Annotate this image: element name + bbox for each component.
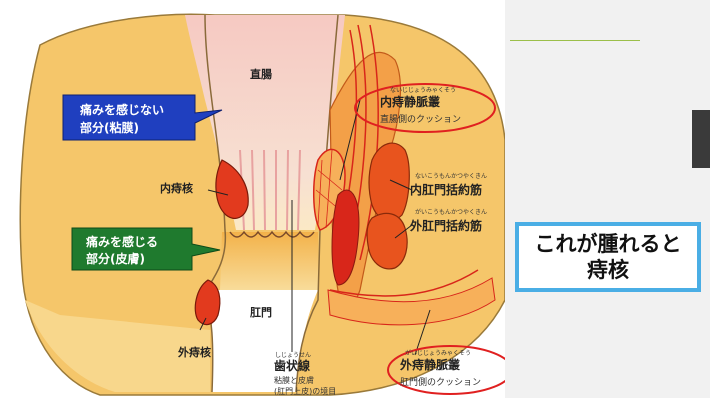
canal-opening	[205, 290, 318, 392]
internal-sphincter-block	[368, 142, 410, 222]
pain-line2: 部分(皮膚)	[86, 251, 145, 266]
internal-hemorrhoid-label: 内痔核	[160, 181, 193, 195]
internal-plexus-ruby: ないじじょうみゃくそう	[390, 87, 456, 94]
external-sphincter-label: 外肛門括約筋	[410, 218, 482, 233]
pain-box	[71, 227, 221, 271]
callout-box: これが腫れると 痔核	[515, 222, 701, 292]
internal-hemorrhoid-shape	[215, 159, 249, 219]
callout-line2: 痔核	[587, 257, 629, 282]
slide-right-panel	[505, 0, 710, 398]
external-sphincter-block	[366, 212, 408, 270]
anatomy-diagram: 痛みを感じない 部分(粘膜) 痛みを感じる 部分(皮膚) 直腸 内痔核 肛門 外…	[19, 13, 505, 396]
rectum-label: 直腸	[250, 67, 272, 81]
callout-line1: これが腫れると	[534, 231, 682, 256]
dentate-note-2: (肛門上皮)の境目	[274, 386, 336, 396]
internal-plexus-label: 内痔静脈叢	[380, 94, 440, 109]
internal-plexus-note: 直腸側のクッション	[380, 113, 461, 125]
tissue-lower-left	[25, 300, 210, 392]
slide-edge-tab	[692, 110, 710, 168]
internal-vein	[331, 189, 360, 286]
no-pain-box	[62, 94, 223, 141]
dentate-ruby: しじょうせん	[275, 352, 311, 359]
external-plexus-area	[327, 277, 496, 326]
anus-label: 肛門	[250, 306, 272, 319]
mucosa-folds	[239, 149, 301, 231]
external-sphincter-ruby: がいこうもんかつやくきん	[415, 208, 487, 216]
pain-line1: 痛みを感じる	[85, 234, 158, 249]
internal-sphincter-label: 内肛門括約筋	[410, 182, 482, 197]
external-plexus-ring	[387, 345, 505, 395]
dentate-note-1: 粘膜と皮膚	[274, 375, 314, 385]
external-plexus-note: 肛門側のクッション	[400, 376, 481, 388]
dentate-zigzag	[229, 230, 315, 238]
anal-canal	[220, 232, 318, 290]
plexus-mesh	[315, 149, 343, 229]
internal-sphincter-ruby: ないこうもんかつやくきん	[415, 172, 487, 180]
external-hemorrhoid-label: 外痔核	[177, 345, 211, 359]
canal-outline-left	[204, 14, 227, 393]
external-hemorrhoid-shape	[194, 279, 221, 326]
dentate-line-label: 歯状線	[274, 358, 310, 373]
accent-line	[510, 40, 640, 41]
external-plexus-label: 外痔静脈叢	[400, 357, 460, 372]
internal-plexus-ring	[354, 83, 496, 133]
external-plexus-ruby: がいじじょうみゃくそう	[405, 349, 471, 357]
leader-lines	[199, 99, 431, 356]
no-pain-line2: 部分(粘膜)	[80, 120, 139, 135]
no-pain-line1: 痛みを感じない	[79, 102, 164, 117]
